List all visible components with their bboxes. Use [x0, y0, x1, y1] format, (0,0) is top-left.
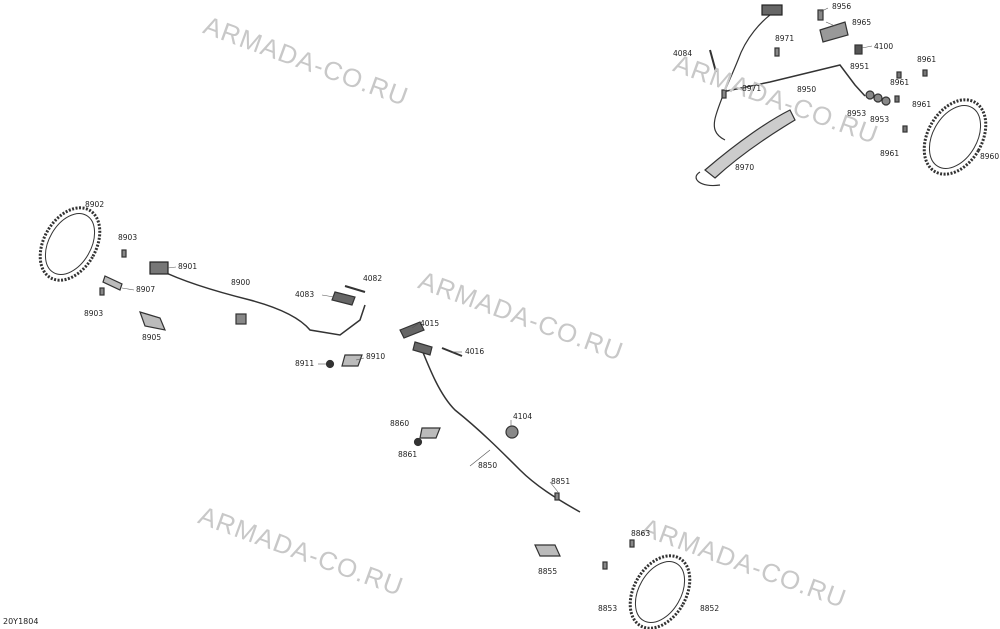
- rear-right-sensor-cable: [419, 344, 581, 513]
- connector-top: [761, 4, 783, 16]
- part-label: 8971: [742, 84, 762, 93]
- part-label: 8965: [852, 18, 872, 27]
- part-label: 8961: [880, 149, 900, 158]
- front-brake-line: [721, 64, 866, 97]
- part-label: 8961: [890, 78, 910, 87]
- part-label: 4083: [295, 290, 315, 299]
- part-label: 8971: [775, 34, 795, 43]
- grommet-4104: [505, 425, 519, 439]
- part-label: 8907: [136, 285, 156, 294]
- clip-8907: [102, 275, 123, 291]
- part-label: 8905: [142, 333, 162, 342]
- part-label: 8961: [917, 55, 937, 64]
- part-label: 8950: [797, 85, 817, 94]
- part-label: 8911: [295, 359, 315, 368]
- connector-4083: [331, 291, 356, 306]
- bracket-8965: [819, 21, 849, 43]
- part-label: 8863: [631, 529, 651, 538]
- bracket-8910: [341, 354, 363, 367]
- part-label: 8960: [980, 152, 1000, 161]
- part-label: 8902: [85, 200, 105, 209]
- front-guard: [704, 109, 796, 179]
- part-label: 8853: [598, 604, 618, 613]
- bracket-8905: [139, 311, 166, 331]
- clip-4082: [344, 285, 366, 293]
- rear-left-sensor-cable: [159, 269, 366, 336]
- front-assembly: [695, 4, 988, 187]
- part-label: 4084: [673, 49, 693, 58]
- part-label: 8951: [850, 62, 870, 71]
- part-label: 8851: [551, 477, 571, 486]
- drawing-code: 20Y1804: [3, 617, 39, 626]
- part-label: 8850: [478, 461, 498, 470]
- rear-left-assembly: [38, 206, 366, 369]
- rear-left-tone-ring: [38, 206, 102, 282]
- part-label: 4100: [874, 42, 894, 51]
- part-label: 8900: [231, 278, 251, 287]
- sensor-8901: [149, 261, 169, 275]
- front-sensor-cable: [713, 7, 781, 141]
- part-label: 8855: [538, 567, 558, 576]
- part-label: 8970: [735, 163, 755, 172]
- part-label: 8961: [912, 100, 932, 109]
- part-label: 8953: [847, 109, 867, 118]
- part-label: 8860: [390, 419, 410, 428]
- bracket-8860: [419, 427, 441, 439]
- part-label: 8861: [398, 450, 418, 459]
- part-label: 8901: [178, 262, 198, 271]
- part-label: 8953: [870, 115, 890, 124]
- rear-right-assembly: [399, 321, 692, 629]
- part-label: 4015: [420, 319, 440, 328]
- connector-upper: [412, 341, 433, 356]
- part-label: 8903: [118, 233, 138, 242]
- nut-8861: [413, 437, 423, 447]
- part-label: 4016: [465, 347, 485, 356]
- part-label: 8910: [366, 352, 386, 361]
- grommet: [235, 313, 247, 325]
- part-label: 8852: [700, 604, 720, 613]
- part-label: 8956: [832, 2, 852, 11]
- part-label: 8903: [84, 309, 104, 318]
- connector-4015: [399, 321, 425, 339]
- part-label: 4082: [363, 274, 383, 283]
- bracket-8855: [534, 544, 561, 557]
- nut-8911: [325, 359, 335, 369]
- part-label: 4104: [513, 412, 533, 421]
